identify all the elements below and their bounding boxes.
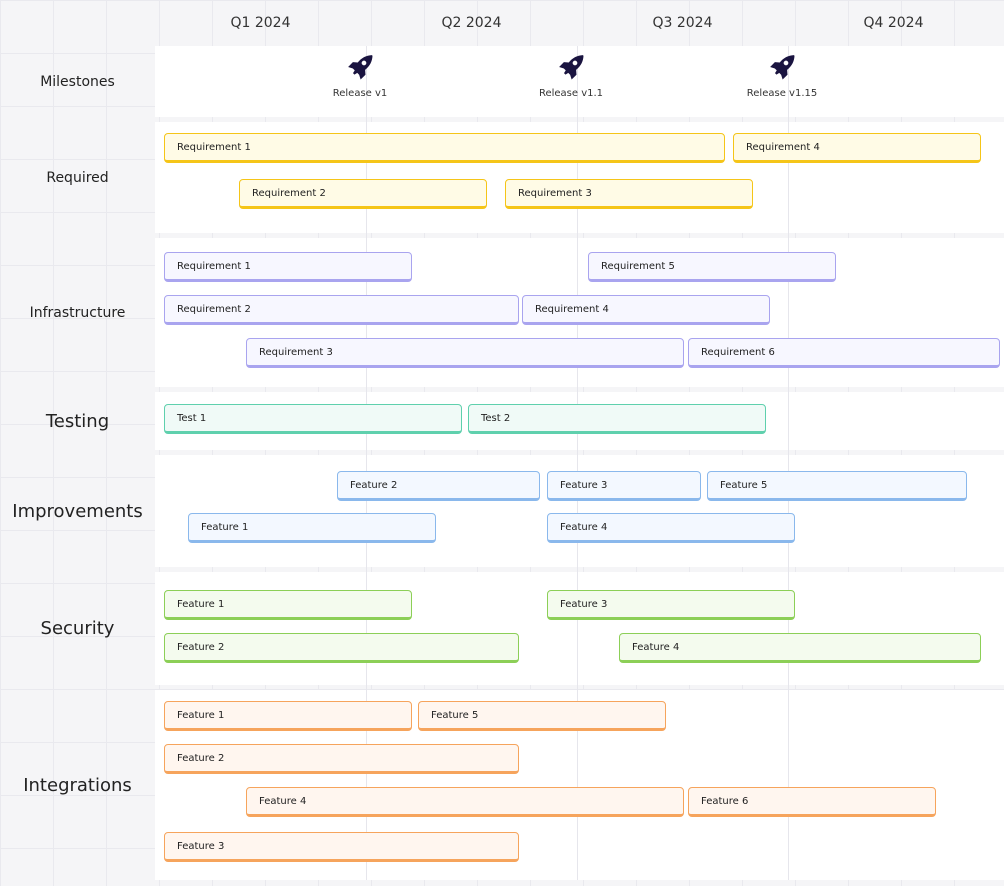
integrations-bar-feature-2[interactable]: Feature 2 — [164, 744, 519, 774]
milestone-label: Release v1 — [332, 88, 388, 99]
required-bar-requirement-2[interactable]: Requirement 2 — [239, 179, 487, 209]
milestone-label: Release v1.15 — [746, 88, 818, 99]
infrastructure-bar-requirement-5[interactable]: Requirement 5 — [588, 252, 836, 282]
security-bar-feature-3[interactable]: Feature 3 — [547, 590, 795, 620]
quarter-header-q4: Q4 2024 — [863, 15, 924, 31]
improvements-bar-feature-3[interactable]: Feature 3 — [547, 471, 701, 501]
row-label-improvements: Improvements — [12, 500, 143, 522]
infrastructure-bar-requirement-2[interactable]: Requirement 2 — [164, 295, 519, 325]
quarter-divider — [577, 46, 578, 880]
required-bar-requirement-1[interactable]: Requirement 1 — [164, 133, 725, 163]
integrations-bar-feature-6[interactable]: Feature 6 — [688, 787, 936, 817]
testing-bar-test-2[interactable]: Test 2 — [468, 404, 766, 434]
integrations-bar-feature-1[interactable]: Feature 1 — [164, 701, 412, 731]
infrastructure-bar-requirement-6[interactable]: Requirement 6 — [688, 338, 1000, 368]
integrations-bar-feature-4[interactable]: Feature 4 — [246, 787, 684, 817]
row-label-infrastructure: Infrastructure — [29, 304, 126, 321]
row-label-required: Required — [46, 169, 109, 186]
security-bar-feature-2[interactable]: Feature 2 — [164, 633, 519, 663]
row-label-integrations: Integrations — [23, 774, 132, 796]
rocket-icon — [320, 52, 400, 82]
quarter-header-q3: Q3 2024 — [652, 15, 713, 31]
rocket-icon — [531, 52, 611, 82]
integrations-bar-feature-5[interactable]: Feature 5 — [418, 701, 666, 731]
row-label-milestones: Milestones — [40, 73, 115, 90]
improvements-bar-feature-4[interactable]: Feature 4 — [547, 513, 795, 543]
improvements-bar-feature-1[interactable]: Feature 1 — [188, 513, 436, 543]
quarter-header-q1: Q1 2024 — [230, 15, 291, 31]
infrastructure-bar-requirement-1[interactable]: Requirement 1 — [164, 252, 412, 282]
quarter-divider — [788, 46, 789, 880]
milestone-label: Release v1.1 — [538, 88, 604, 99]
infrastructure-bar-requirement-3[interactable]: Requirement 3 — [246, 338, 684, 368]
milestone-release-v1-15[interactable]: Release v1.15 — [742, 52, 822, 99]
infrastructure-bar-requirement-4[interactable]: Requirement 4 — [522, 295, 770, 325]
milestone-release-v1-1[interactable]: Release v1.1 — [531, 52, 611, 99]
rocket-icon — [742, 52, 822, 82]
row-label-testing: Testing — [45, 410, 110, 432]
milestone-release-v1[interactable]: Release v1 — [320, 52, 400, 99]
required-bar-requirement-4[interactable]: Requirement 4 — [733, 133, 981, 163]
security-lane — [155, 572, 1004, 685]
quarter-header-q2: Q2 2024 — [441, 15, 502, 31]
required-bar-requirement-3[interactable]: Requirement 3 — [505, 179, 753, 209]
quarter-divider — [366, 46, 367, 880]
improvements-bar-feature-5[interactable]: Feature 5 — [707, 471, 967, 501]
testing-bar-test-1[interactable]: Test 1 — [164, 404, 462, 434]
improvements-bar-feature-2[interactable]: Feature 2 — [337, 471, 540, 501]
integrations-bar-feature-3[interactable]: Feature 3 — [164, 832, 519, 862]
security-bar-feature-4[interactable]: Feature 4 — [619, 633, 981, 663]
security-bar-feature-1[interactable]: Feature 1 — [164, 590, 412, 620]
row-label-security: Security — [40, 618, 115, 639]
